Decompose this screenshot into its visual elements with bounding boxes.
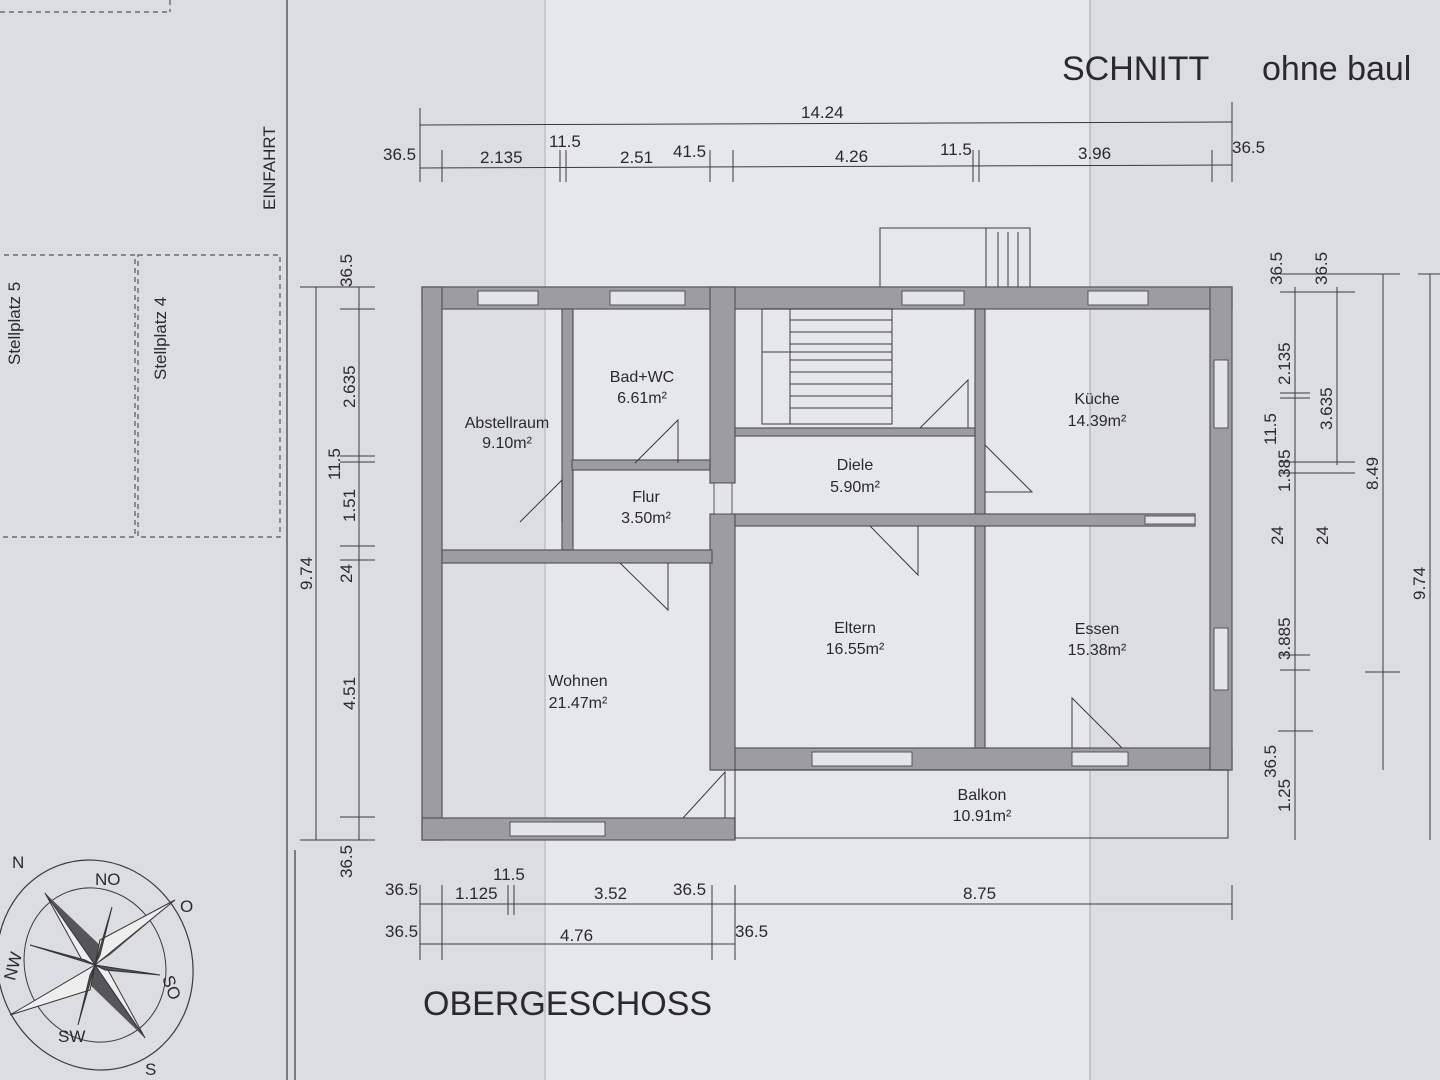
dim-label: 1.51 — [340, 489, 359, 522]
paper-fold-panel — [545, 0, 1090, 1080]
dim-label: 4.51 — [340, 677, 359, 710]
dim-label: 3.635 — [1317, 387, 1336, 430]
compass-no: NO — [95, 870, 121, 889]
room-name-bad-wc: Bad+WC — [610, 369, 674, 386]
dim-label: 9.74 — [297, 557, 316, 590]
room-name-eltern: Eltern — [834, 620, 876, 637]
dim-label: 36.5 — [1267, 252, 1286, 285]
dim-label: 3.885 — [1275, 617, 1294, 660]
room-name-abstellraum: Abstellraum — [465, 415, 549, 432]
compass-rose-icon: N NO O SO S SW NW — [0, 853, 194, 1079]
dim-label: 11.5 — [1261, 413, 1280, 445]
room-name-kueche: Küche — [1074, 391, 1119, 408]
dim-label: 1.125 — [455, 884, 498, 903]
dim-label: 11.5 — [493, 865, 525, 884]
room-name-flur: Flur — [632, 489, 660, 506]
parking-label: Stellplatz 5 — [5, 282, 24, 365]
dim-label: 2.51 — [620, 148, 653, 167]
dimension-bottom: 36.5 1.125 11.5 3.52 36.5 8.75 36.5 4.76… — [385, 865, 1233, 960]
dim-label: 36.5 — [337, 845, 356, 878]
doors-stairs — [519, 227, 1229, 839]
room-area: 16.55m² — [826, 641, 885, 658]
parking-area: Stellplatz 5 Stellplatz 4 EINFAHRT — [0, 0, 288, 1080]
room-area: 10.91m² — [953, 808, 1012, 825]
room-area: 6.61m² — [617, 390, 667, 407]
dim-label: 2.135 — [480, 148, 523, 167]
floor-title: OBERGESCHOSS — [423, 985, 712, 1023]
dim-label: 11.5 — [549, 132, 581, 151]
section-title: SCHNITT — [1062, 50, 1209, 88]
room-area: 15.38m² — [1068, 642, 1127, 659]
room-area: 3.50m² — [621, 510, 671, 527]
dim-label: 24 — [1313, 526, 1332, 545]
dim-label: 36.5 — [735, 922, 768, 941]
dim-label: 9.74 — [1410, 567, 1429, 600]
room-area: 5.90m² — [830, 479, 880, 496]
compass-s: S — [145, 1060, 156, 1079]
dim-label: 36.5 — [673, 880, 706, 899]
walls — [421, 286, 1233, 841]
dim-label: 14.24 — [801, 103, 844, 122]
dimension-right: 36.5 2.135 11.5 1.385 24 3.885 36.5 1.25… — [1261, 252, 1440, 840]
dim-label: 36.5 — [385, 880, 418, 899]
room-area: 9.10m² — [482, 435, 532, 452]
dim-label: 36.5 — [383, 145, 416, 164]
dim-label: 11.5 — [940, 140, 972, 159]
dim-label: 4.26 — [835, 147, 868, 166]
dimension-top: 14.24 36.5 2.135 11.5 2.51 41.5 4.26 11.… — [383, 102, 1265, 182]
room-name-wohnen: Wohnen — [548, 673, 607, 690]
room-area: 14.39m² — [1068, 413, 1127, 430]
compass-o: O — [180, 897, 193, 916]
section-note: ohne baul — [1262, 50, 1411, 88]
dim-label: 1.385 — [1275, 449, 1294, 492]
room-area: 21.47m² — [549, 695, 608, 712]
compass-sw: SW — [58, 1027, 85, 1046]
dim-label: 8.75 — [963, 884, 996, 903]
dim-label: 36.5 — [385, 922, 418, 941]
dim-label: 3.96 — [1078, 144, 1111, 163]
dim-label: 11.5 — [325, 448, 344, 480]
room-name-balkon: Balkon — [958, 787, 1007, 804]
dim-label: 2.635 — [340, 365, 359, 408]
dim-label: 36.5 — [337, 254, 356, 287]
driveway-label: EINFAHRT — [260, 126, 279, 210]
dim-label: 24 — [1268, 526, 1287, 545]
dim-label: 3.52 — [594, 884, 627, 903]
dim-label: 2.135 — [1275, 342, 1294, 385]
parking-label: Stellplatz 4 — [151, 297, 170, 380]
compass-n: N — [12, 853, 24, 872]
room-labels: Abstellraum 9.10m² Bad+WC 6.61m² Flur 3.… — [465, 369, 1127, 825]
dim-label: 24 — [337, 564, 356, 583]
dim-label: 36.5 — [1261, 745, 1280, 778]
room-name-diele: Diele — [837, 457, 874, 474]
dim-label: 8.49 — [1363, 457, 1382, 490]
dim-label: 36.5 — [1232, 138, 1265, 157]
dimension-left: 9.74 36.5 2.635 11.5 1.51 24 4.51 36.5 — [297, 254, 375, 878]
dim-label: 4.76 — [560, 926, 593, 945]
dim-label: 1.25 — [1275, 779, 1294, 812]
dim-label: 41.5 — [673, 142, 706, 161]
dim-label: 36.5 — [1312, 252, 1331, 285]
room-name-essen: Essen — [1075, 621, 1119, 638]
